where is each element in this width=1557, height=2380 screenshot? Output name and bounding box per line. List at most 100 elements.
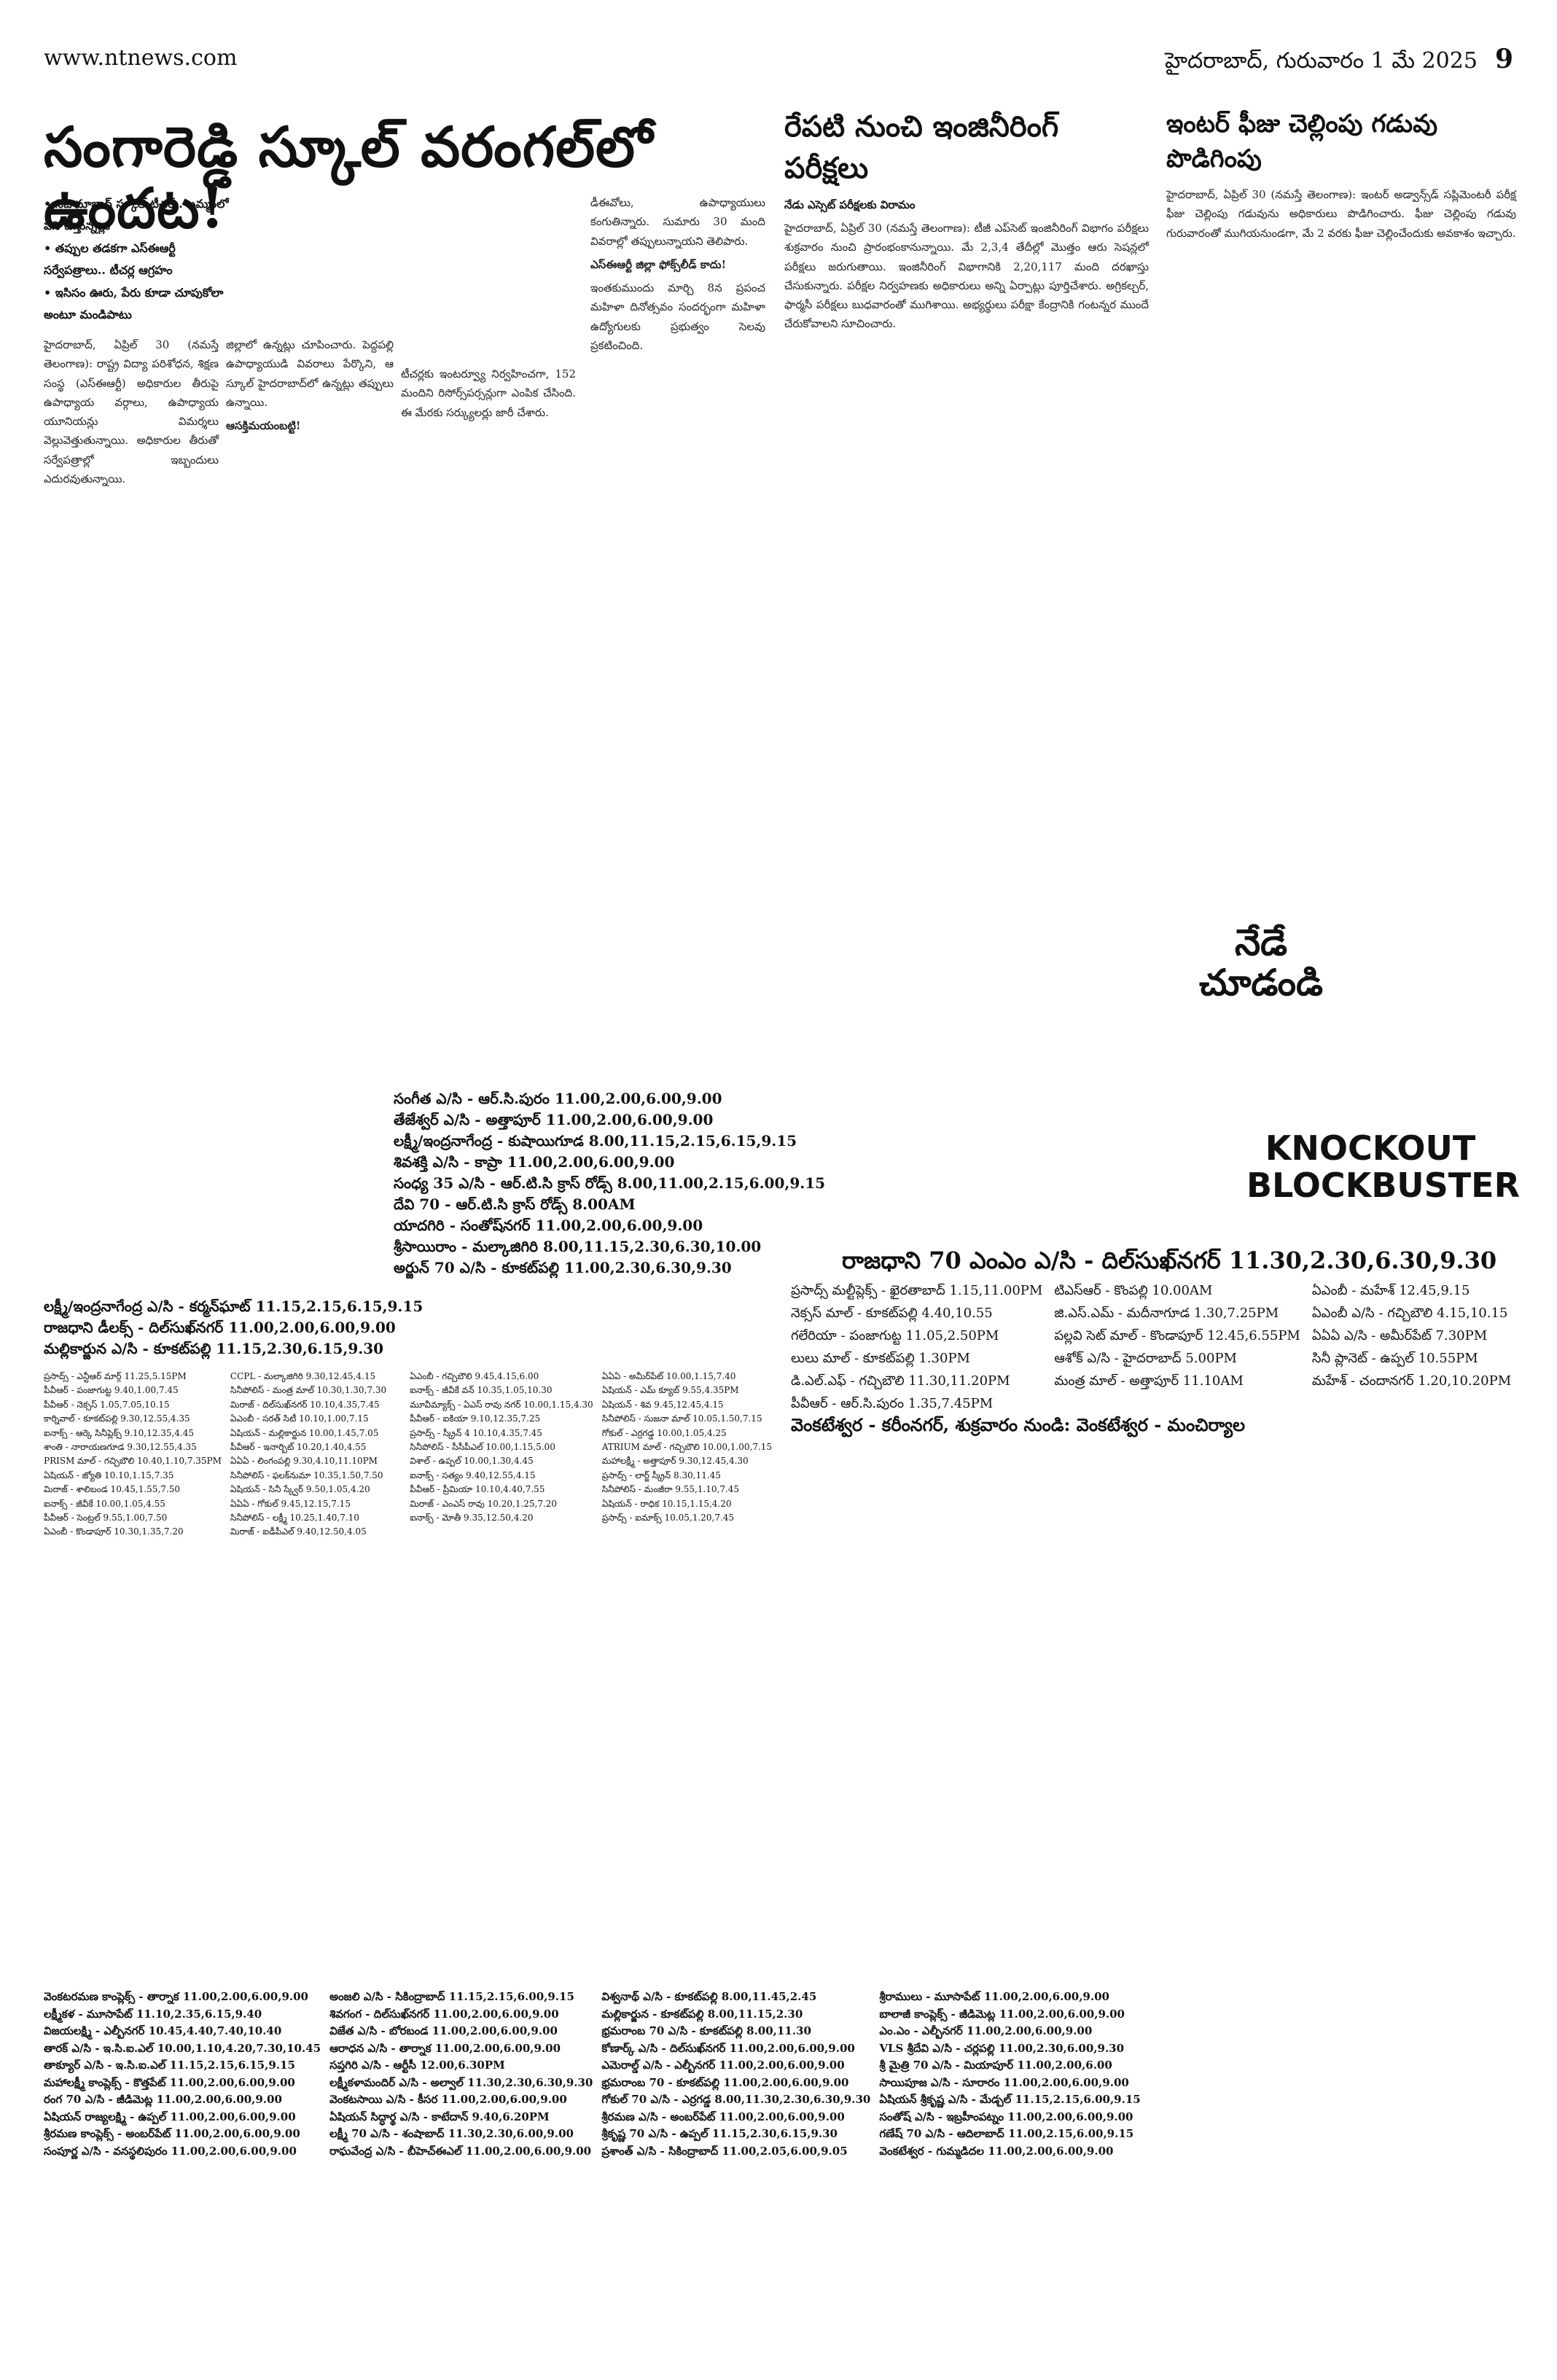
list-item: తారక్ ఎ/సి - ఇ.సి.ఐ.ఎల్ 10.00,1.10,4.20,… bbox=[44, 2041, 321, 2055]
story1-subhead: ఆసక్తిమయంబట్టి! bbox=[226, 419, 301, 432]
list-item: మిరాజ్ - దిల్‌సుఖ్‌నగర్ 10.10,4.35,7.45 bbox=[230, 1399, 380, 1410]
listings-bottom: వెంకటరమణ కాంప్లెక్స్ - తార్నాక 11.00,2.0… bbox=[44, 1990, 1141, 2158]
listing-header: అర్జున్ 70 ఎ/సి - కూకట్‌పల్లి 11.00,2.30… bbox=[394, 1259, 732, 1276]
list-item: ఏషియన్ - జ్యోతి 10.10,1.15,7.35 bbox=[44, 1470, 174, 1480]
list-item: శాంతి - నారాయణగూడ 9.30,12.55,4.35 bbox=[44, 1441, 197, 1452]
list-item: వెంకటరమణ కాంప్లెక్స్ - తార్నాక 11.00,2.0… bbox=[44, 1990, 308, 2003]
story1-bullet: తప్పుల తడకగా ఎస్‌ఈఆర్టీ సర్వేపత్రాలు.. ట… bbox=[44, 238, 233, 282]
list-item: VLS శ్రీదేవి ఎ/సి - చర్లపల్లి 11.00,2.30… bbox=[879, 2041, 1125, 2055]
list-item: ఏషియన్ - సినీ స్క్వేర్ 9.50,1.05,4.20 bbox=[230, 1484, 370, 1495]
list-item: మిరాజ్ - ఐడీపీఎల్ 9.40,12.50,4.05 bbox=[230, 1526, 367, 1537]
story2-body: హైదరాబాద్, ఏప్రిల్ 30 (నమస్తే తెలంగాణ): … bbox=[784, 222, 1149, 331]
list-item: వెంకటేశ్వర - గుమ్మడిదల 11.00,2.00,6.00,9… bbox=[879, 2144, 1114, 2158]
story1-body-col3: టీచర్లకు ఇంటర్వ్యూ నిర్వహించగా, 152 మంది… bbox=[401, 367, 576, 419]
list-item: సినీపోలిస్ - మంజీరా 9.55,1.10,7.45 bbox=[601, 1484, 740, 1495]
list-item: ఎమెరాల్డ్ ఎ/సి - ఎల్బీనగర్ 11.00,2.00,6.… bbox=[601, 2059, 845, 2072]
list-item: సంతోష్ ఎ/సి - ఇబ్రహీంపట్నం 11.00,2.00,6.… bbox=[879, 2110, 1133, 2123]
schedule-item: ఏఎంబీ ఎ/సి - గచ్చిబౌలి 4.15,10.15 bbox=[1311, 1306, 1508, 1321]
list-item: ఐనాక్స్ - మోతీ 9.35,12.50,4.20 bbox=[410, 1512, 534, 1523]
ad-nede: నేడే చూడండి bbox=[1195, 922, 1327, 1002]
listing-header: సంగీత ఎ/సి - ఆర్.సి.పురం 11.00,2.00,6.00… bbox=[394, 1090, 722, 1107]
list-item: బాలాజీ కాంప్లెక్స్ - జీడిమెట్ల 11.00,2.0… bbox=[879, 2007, 1125, 2021]
list-item: సినీపోలిస్ - ఫలక్‌నుమా 10.35,1.50,7.50 bbox=[230, 1470, 383, 1480]
list-item: ఏఎంబీ - కొండాపూర్ 10.30,1.35,7.20 bbox=[44, 1526, 184, 1537]
list-item: ATRIUM మాల్ - గచ్చిబౌలి 10.00,1.00,7.15 bbox=[601, 1441, 773, 1452]
ad-nede-line2: చూడండి bbox=[1199, 961, 1323, 1004]
story2: రేపటి నుంచి ఇంజినీరింగ్ పరీక్షలు నేడు ఎస… bbox=[784, 109, 1149, 334]
list-item: ఎం.ఎం - ఎల్బీనగర్ 11.00,2.00,6.00,9.00 bbox=[879, 2024, 1093, 2037]
list-item: శివగంగ - దిల్‌సుఖ్‌నగర్ 11.00,2.00,6.00,… bbox=[329, 2007, 559, 2021]
listing-header: శివశక్తి ఎ/సి - కాప్రా 11.00,2.00,6.00,9… bbox=[394, 1153, 675, 1171]
story3: ఇంటర్ ఫీజు చెల్లింపు గడువు పొడిగింపు హైద… bbox=[1166, 109, 1516, 243]
list-item: రాఘవేంద్ర ఎ/సి - బీహెచ్ఈఎల్ 11.00,2.00,6… bbox=[329, 2144, 592, 2158]
schedule-item: మహేశ్ - చందానగర్ 1.20,10.20PM bbox=[1311, 1373, 1512, 1389]
story1-body-col4: డీఈవోలు, ఉపాధ్యాయులు కంగుతిన్నారు. సుమార… bbox=[590, 193, 765, 355]
list-item: ఏషియన్ - రాధిక 10.15,1.15,4.20 bbox=[601, 1498, 732, 1509]
list-item: విశాల్ - ఉప్పల్ 10.00,1.30,4.45 bbox=[410, 1456, 534, 1467]
list-item: విజయలక్ష్మి - ఎల్బీనగర్ 10.45,4.40,7.40,… bbox=[44, 2024, 282, 2037]
list-item: గోకుల్ - ఎర్రగడ్డ 10.00,1.05,4.25 bbox=[601, 1427, 727, 1438]
ad-rajdhani: రాజధాని 70 ఎంఎం ఎ/సి - దిల్‌సుఖ్‌నగర్ 11… bbox=[842, 1246, 1497, 1274]
schedule-item: జి.ఎస్.ఎమ్ - మదీనాగూడ 1.30,7.25PM bbox=[1054, 1306, 1279, 1321]
schedule-item: గలేరియా - పంజాగుట్ట 11.05,2.50PM bbox=[791, 1328, 999, 1343]
ad-nede-line1: నేడే bbox=[1234, 921, 1288, 964]
site-url[interactable]: www.ntnews.com bbox=[44, 45, 238, 71]
story1-body-col1: హైదరాబాద్, ఏప్రిల్ 30 (నమస్తే తెలంగాణ): … bbox=[44, 338, 219, 485]
list-item: మిరాజ్ - శాలిబండ 10.45,1.55,7.50 bbox=[44, 1484, 180, 1495]
list-item: పీవీఆర్ - ఇనార్బిట్ 10.20,1.40,4.55 bbox=[230, 1441, 367, 1452]
list-item: ప్రసాద్స్ - ఐమాక్స్ 10.05,1.20,7.45 bbox=[601, 1512, 734, 1523]
list-item: మూవీమ్యాక్స్ - ఏఎస్ రావు నగర్ 10.00,1.15… bbox=[410, 1399, 593, 1410]
list-item: సినీపోలిస్ - లక్ష్మీ 10.25,1.40,7.10 bbox=[230, 1512, 359, 1523]
ad-knockout-line2: BLOCKBUSTER bbox=[1246, 1165, 1521, 1205]
story3-body: హైదరాబాద్, ఏప్రిల్ 30 (నమస్తే తెలంగాణ): … bbox=[1166, 188, 1516, 240]
list-item: భ్రమరాంబ 70 - కూకట్‌పల్లి 11.00,2.00,6.0… bbox=[601, 2075, 849, 2089]
list-item: లక్ష్మీ 70 ఎ/సి - శంషాబాద్ 11.30,2.30,6.… bbox=[329, 2127, 574, 2140]
list-item: ఏఎంబీ - గచ్చిబౌలి 9.45,4.15,6.00 bbox=[410, 1371, 539, 1381]
list-item: సినీపోలిస్ - సుజనా మాల్ 10.05,1.50,7.15 bbox=[601, 1413, 762, 1424]
schedule-item: నెక్సస్ మాల్ - కూకట్‌పల్లి 4.40,10.55 bbox=[791, 1306, 993, 1321]
schedule-item: పీవీఆర్ - ఆర్.సి.పురం 1.35,7.45PM bbox=[791, 1396, 994, 1411]
listings-small: ప్రసాద్స్ - ఎన్టీఆర్ మార్గ్ 11.25,5.15PM… bbox=[44, 1370, 773, 1975]
listing-header: మల్లికార్జున ఎ/సి - కూకట్‌పల్లి 11.15,2.… bbox=[44, 1340, 384, 1357]
list-item: విశ్వనాథ్ ఎ/సి - కూకట్‌పల్లి 8.00,11.45,… bbox=[601, 1990, 817, 2003]
list-item: లక్ష్మీకళామందిర్ ఎ/సి - అల్వాల్ 11.30,2.… bbox=[329, 2075, 593, 2089]
list-item: పీవీఆర్ - నెక్సస్ 1.05,7.05,10.15 bbox=[44, 1399, 170, 1410]
list-item: శ్రీ మైత్రి 70 ఎ/సి - మియాపూర్ 11.00,2.0… bbox=[879, 2059, 1112, 2072]
ad-knockout-line1: KNOCKOUT bbox=[1265, 1128, 1476, 1168]
list-item: ఏషియన్ రాజ్యలక్ష్మి - ఉప్పల్ 11.00,2.00,… bbox=[44, 2110, 296, 2123]
story1-body-text: ఇంతకుముందు మార్చి 8న ప్రపంచ మహిళా దినోత్… bbox=[590, 281, 765, 352]
list-item: శ్రీకృష్ణ 70 ఎ/సి - ఉప్పల్ 11.15,2.30,6.… bbox=[601, 2127, 838, 2140]
story1-bullet: ఇసిసం ఊరు, పేరు కూడా చూపుకోలా అంటూ మండిప… bbox=[44, 282, 233, 327]
list-item: ఐనాక్స్ - సత్యం 9.40,12.55,4.15 bbox=[410, 1470, 536, 1480]
schedule-item: ఏఏఏ ఎ/సి - అమీర్‌పేట్ 7.30PM bbox=[1311, 1328, 1488, 1343]
list-item: PRISM మాల్ - గచ్చిబౌలి 10.40,1.10,7.35PM bbox=[44, 1456, 222, 1467]
list-item: ఏఏఏ - అమీర్‌పేట్ 10.00,1.15,7.40 bbox=[601, 1371, 736, 1381]
list-item: CCPL - మల్కాజిగిరి 9.30,12.45,4.15 bbox=[230, 1371, 376, 1381]
list-item: ప్రశాంత్ ఎ/సి - సికింద్రాబాద్ 11.00,2.05… bbox=[601, 2144, 848, 2158]
list-item: గోకుల్ 70 ఎ/సి - ఎర్రగడ్డ 8.00,11.30,2.3… bbox=[601, 2093, 871, 2106]
story1-subhead2: ఎస్‌ఈఆర్టీ జిల్లా ఫోక్స్‌లీడ్ కాదు! bbox=[590, 257, 727, 271]
schedule-item: సినీ ప్లానెట్ - ఉప్పల్ 10.55PM bbox=[1311, 1351, 1478, 1366]
list-item: శ్రీరాములు - మూసాపేట్ 11.00,2.00,6.00,9.… bbox=[879, 1990, 1109, 2003]
ad-knockout: KNOCKOUT BLOCKBUSTER bbox=[1246, 1128, 1521, 1205]
list-item: పీవీఆర్ - పంజాగుట్ట 9.40,1.00,7.45 bbox=[44, 1385, 179, 1396]
story2-headline: రేపటి నుంచి ఇంజినీరింగ్ పరీక్షలు bbox=[784, 109, 1059, 185]
list-item: ఏఏఏ - గోకుల్ 9.45,12.15,7.15 bbox=[230, 1498, 351, 1509]
story1-body-col2: జిల్లాలో ఉన్నట్లు చూపించారు. పెద్దపల్లి … bbox=[226, 335, 394, 440]
list-item: తాక్యూర్ ఎ/సి - ఇ.సి.ఐ.ఎల్ 11.15,2.15,6.… bbox=[44, 2059, 295, 2072]
list-item: ప్రసాద్స్ - ఎన్టీఆర్ మార్గ్ 11.25,5.15PM bbox=[44, 1371, 187, 1381]
list-item: మహాలక్ష్మీ కాంప్లెక్స్ - కొత్తపేట్ 11.00… bbox=[44, 2075, 295, 2089]
story1-bullet: నిజామాబాద్ స్కూల్ టీచర్.. ఖమ్మంలో పని చే… bbox=[44, 193, 233, 238]
schedule-item: ప్రసాద్స్ మల్టీప్లెక్స్ - ఖైరతాబాద్ 1.15… bbox=[791, 1283, 1043, 1298]
list-item: సాయిపూజ ఎ/సి - సూరారం 11.00,2.00,6.00,9.… bbox=[879, 2075, 1129, 2089]
list-item: పీవీఆర్ - సెంట్రల్ 9.55,1.00,7.50 bbox=[44, 1512, 168, 1523]
listing-header: శ్రీసాయిరాం - మల్కాజిగిరి 8.00,11.15,2.3… bbox=[394, 1238, 762, 1255]
listing-header: లక్ష్మీ/ఇంద్రనాగేంద్ర - కుషాయిగూడ 8.00,1… bbox=[394, 1132, 797, 1150]
list-item: మహాలక్ష్మీ - అత్తాపూర్ 9.30,12.45,4.30 bbox=[601, 1456, 749, 1467]
story1-bullets: నిజామాబాద్ స్కూల్ టీచర్.. ఖమ్మంలో పని చే… bbox=[44, 193, 233, 326]
list-item: మల్లికార్జున - కూకట్‌పల్లి 8.00,11.15,2.… bbox=[601, 2007, 803, 2021]
ad-venkateswara: వెంకటేశ్వర - కరీంనగర్, శుక్రవారం నుండి: … bbox=[791, 1414, 1245, 1435]
list-item: విజేత ఎ/సి - బోరబండ 11.00,2.00,6.00,9.00 bbox=[329, 2024, 558, 2037]
list-item: భ్రమరాంబ 70 ఎ/సి - కూకట్‌పల్లి 8.00,11.3… bbox=[601, 2024, 811, 2037]
listing-header: రాజధాని డీలక్స్ - దిల్‌సుఖ్‌నగర్ 11.00,2… bbox=[44, 1319, 396, 1336]
